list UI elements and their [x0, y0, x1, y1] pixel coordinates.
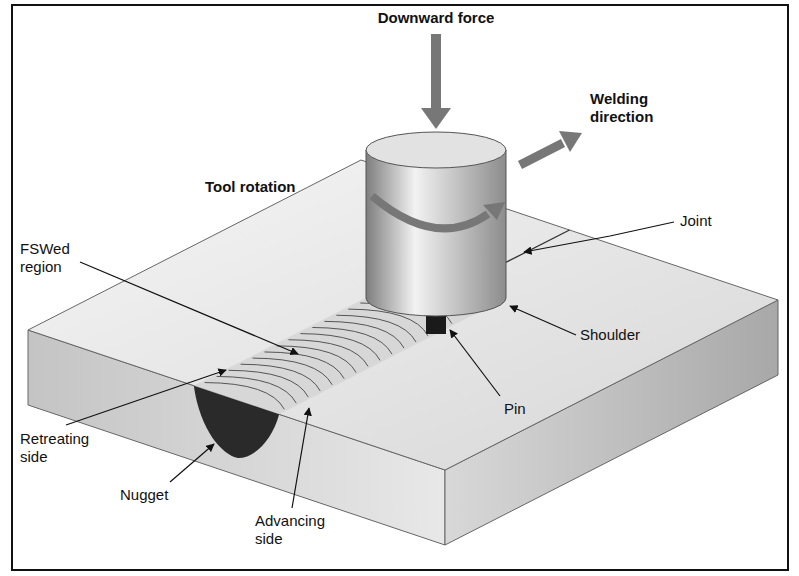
label-box: Advancing side	[255, 512, 339, 548]
label-box: Tool rotation	[205, 178, 296, 196]
part-label: Nugget	[120, 486, 168, 504]
ripple-arc	[265, 352, 345, 379]
force-arrowhead	[421, 108, 451, 129]
ripple-arc	[229, 370, 309, 397]
ripple-arc	[253, 358, 333, 385]
label-box: Nugget	[120, 486, 168, 504]
rotation-arrowhead	[483, 202, 505, 220]
label-box: Downward force	[371, 9, 501, 27]
leader-line	[292, 408, 309, 508]
leader-line	[66, 370, 226, 425]
part-label: Advancing side	[255, 512, 339, 548]
force-arrow-shaft	[431, 34, 441, 110]
tool-body	[366, 150, 506, 316]
leader-line	[510, 306, 576, 335]
direction-arrow-shaft	[520, 143, 563, 165]
label-box: Welding direction	[590, 90, 690, 126]
direction-arrowhead	[559, 131, 582, 152]
part-label: Retreating side	[20, 430, 102, 466]
part-label: Downward force	[371, 9, 501, 27]
leader-line	[80, 262, 298, 354]
part-label: Joint	[680, 212, 712, 230]
label-box: FSWed region	[20, 240, 82, 276]
ripple-arc	[312, 327, 392, 354]
label-box: Shoulder	[580, 326, 640, 344]
leader-line	[524, 222, 674, 252]
part-label: FSWed region	[20, 240, 82, 276]
leader-line	[450, 330, 500, 396]
leader-lines	[66, 222, 674, 508]
ripple-arc	[241, 364, 321, 391]
part-label: Welding direction	[590, 90, 690, 126]
part-label: Tool rotation	[205, 178, 296, 196]
part-label: Pin	[504, 400, 526, 418]
ripple-arc	[217, 376, 297, 403]
tool-top	[366, 132, 506, 168]
ripple-arc	[324, 321, 404, 348]
label-box: Pin	[504, 400, 526, 418]
rotation-arrow	[372, 196, 488, 228]
frame	[12, 5, 788, 570]
ripple-arc	[336, 315, 416, 342]
part-label: Shoulder	[580, 326, 640, 344]
label-box: Joint	[680, 212, 712, 230]
ripple-arc	[205, 383, 285, 410]
label-box: Retreating side	[20, 430, 102, 466]
ripple-arc	[288, 340, 368, 367]
ripple-arc	[300, 334, 380, 361]
leader-line	[170, 444, 214, 482]
